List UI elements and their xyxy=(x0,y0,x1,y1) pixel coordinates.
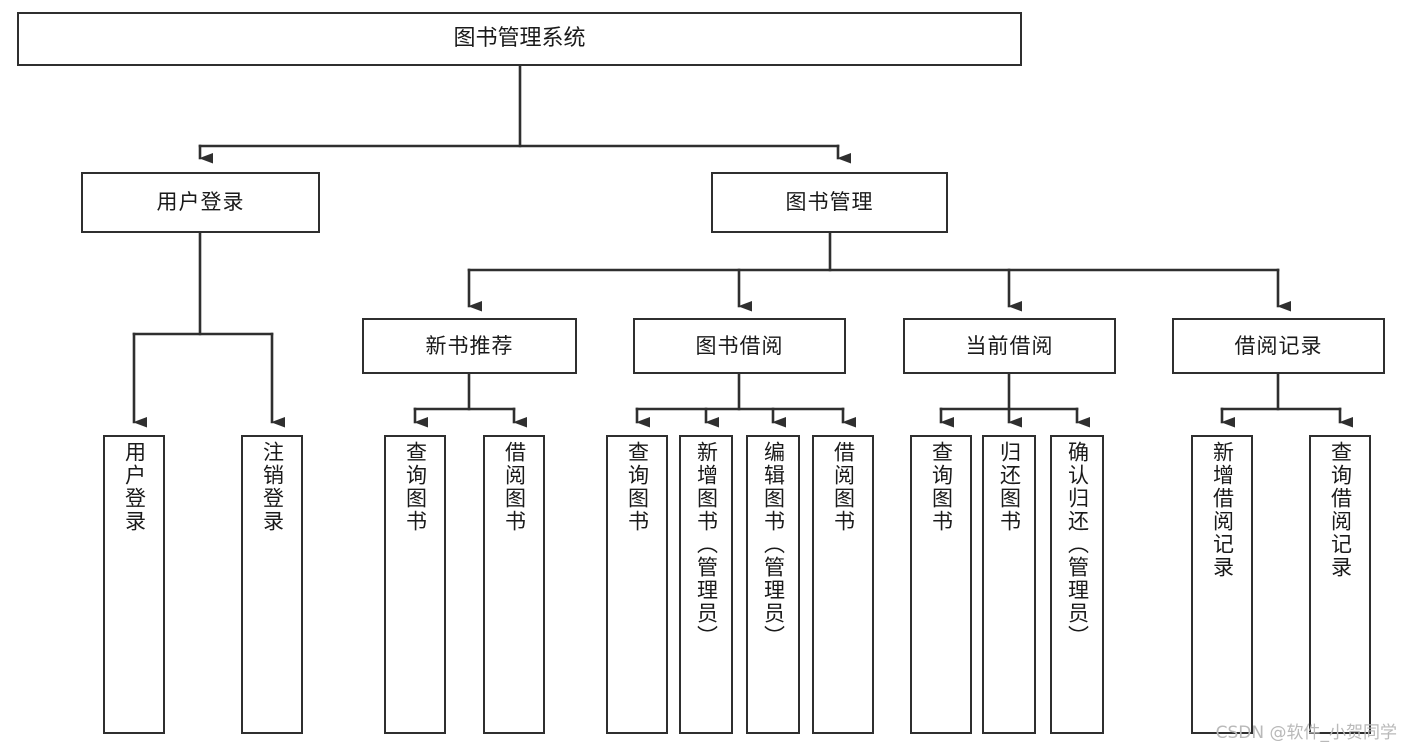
leaf-add-borrow-record[interactable]: 新增借阅记录 xyxy=(1191,435,1253,734)
leaf-return-book-label: 归还图书 xyxy=(997,441,1022,533)
leaf-query-book-recommend[interactable]: 查询图书 xyxy=(384,435,446,734)
node-book-borrow-label: 图书借阅 xyxy=(695,333,784,358)
leaf-user-login[interactable]: 用户登录 xyxy=(103,435,165,734)
leaf-query-book-current-label: 查询图书 xyxy=(929,441,954,533)
leaf-add-book-label: 新增图书（管理员） xyxy=(694,441,719,648)
node-new-book-recommend-label: 新书推荐 xyxy=(425,333,514,358)
node-borrow-record[interactable]: 借阅记录 xyxy=(1172,318,1385,374)
node-book-borrow[interactable]: 图书借阅 xyxy=(633,318,846,374)
leaf-edit-book[interactable]: 编辑图书（管理员） xyxy=(746,435,800,734)
csdn-watermark: CSDN @软件_小贺同学 xyxy=(1215,723,1397,743)
node-new-book-recommend[interactable]: 新书推荐 xyxy=(362,318,577,374)
node-user-login[interactable]: 用户登录 xyxy=(81,172,320,233)
node-book-manage-label: 图书管理 xyxy=(785,190,874,215)
leaf-borrow-book-borrow-label: 借阅图书 xyxy=(831,441,856,533)
leaf-borrow-book-recommend-label: 借阅图书 xyxy=(502,441,527,533)
leaf-borrow-book-recommend[interactable]: 借阅图书 xyxy=(483,435,545,734)
leaf-query-book-borrow[interactable]: 查询图书 xyxy=(606,435,668,734)
node-root-system[interactable]: 图书管理系统 xyxy=(17,12,1022,66)
node-user-login-label: 用户登录 xyxy=(156,190,245,215)
leaf-query-book-current[interactable]: 查询图书 xyxy=(910,435,972,734)
leaf-confirm-return-label: 确认归还（管理员） xyxy=(1065,441,1090,648)
leaf-edit-book-label: 编辑图书（管理员） xyxy=(761,441,786,648)
leaf-query-borrow-record[interactable]: 查询借阅记录 xyxy=(1309,435,1371,734)
leaf-query-borrow-record-label: 查询借阅记录 xyxy=(1328,441,1353,579)
node-book-manage[interactable]: 图书管理 xyxy=(711,172,948,233)
node-root-system-label: 图书管理系统 xyxy=(453,25,586,51)
leaf-return-book[interactable]: 归还图书 xyxy=(982,435,1036,734)
node-current-borrow-label: 当前借阅 xyxy=(965,333,1054,358)
leaf-query-book-recommend-label: 查询图书 xyxy=(403,441,428,533)
leaf-confirm-return[interactable]: 确认归还（管理员） xyxy=(1050,435,1104,734)
leaf-logout-login[interactable]: 注销登录 xyxy=(241,435,303,734)
leaf-logout-login-label: 注销登录 xyxy=(260,441,285,533)
node-current-borrow[interactable]: 当前借阅 xyxy=(903,318,1116,374)
leaf-query-book-borrow-label: 查询图书 xyxy=(625,441,650,533)
node-borrow-record-label: 借阅记录 xyxy=(1234,333,1323,358)
leaf-add-borrow-record-label: 新增借阅记录 xyxy=(1210,441,1235,579)
leaf-add-book[interactable]: 新增图书（管理员） xyxy=(679,435,733,734)
leaf-user-login-label: 用户登录 xyxy=(122,441,147,533)
leaf-borrow-book-borrow[interactable]: 借阅图书 xyxy=(812,435,874,734)
